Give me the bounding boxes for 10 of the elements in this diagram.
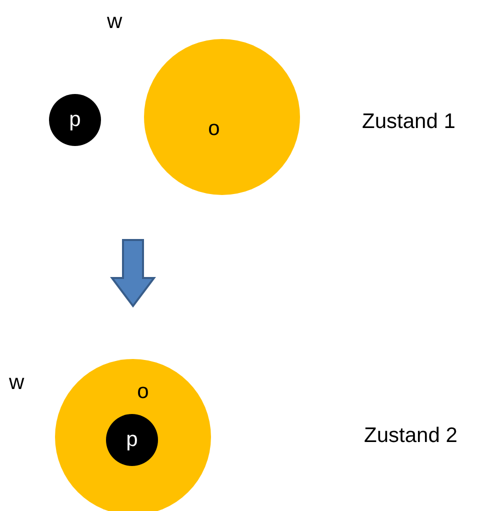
state-label: w — [107, 10, 122, 34]
state-label: Zustand 1 — [362, 110, 456, 134]
node-label: p — [69, 108, 81, 132]
particle-circle — [106, 414, 158, 466]
particle-circle — [49, 94, 101, 146]
state-label: Zustand 2 — [364, 424, 458, 448]
state-label: w — [9, 371, 24, 395]
node-label: o — [137, 380, 149, 404]
node-label: o — [208, 117, 220, 141]
node-label: p — [126, 428, 138, 452]
